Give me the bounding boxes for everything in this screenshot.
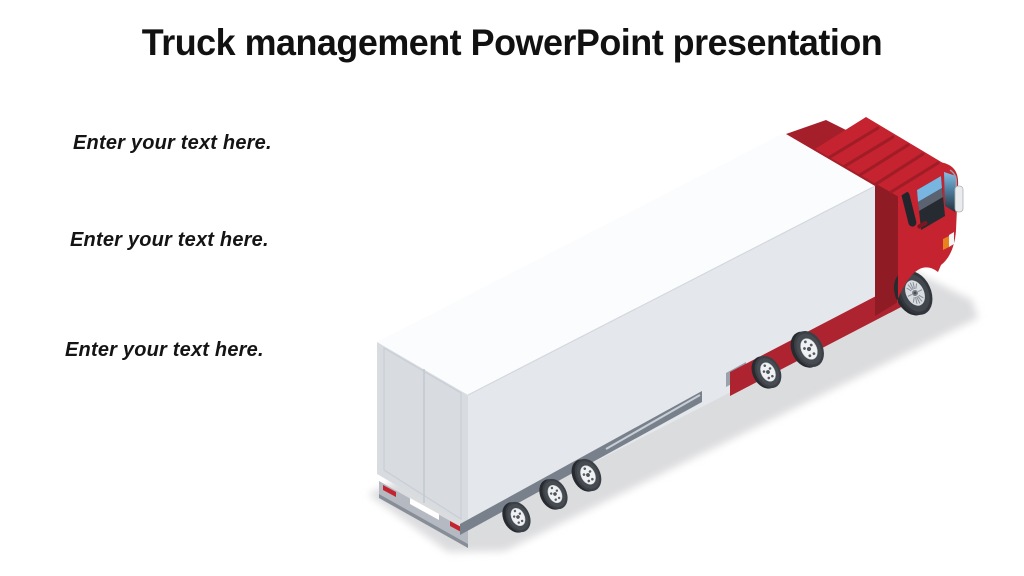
door-handle	[917, 221, 928, 229]
trailer-wheel-1	[502, 501, 531, 533]
marker-light	[949, 232, 954, 247]
taillight-right	[450, 521, 463, 533]
windshield	[944, 172, 956, 212]
slide-title: Truck management PowerPoint presentation	[141, 22, 883, 63]
cab-rear-face	[875, 154, 898, 316]
trailer-wheel-2	[539, 478, 568, 510]
drive-wheel-1	[751, 355, 782, 389]
license-plate	[410, 498, 439, 520]
text-placeholder-2[interactable]: Enter your text here.	[70, 229, 269, 251]
trailer-side-face	[468, 186, 875, 527]
trailer-top-face	[377, 133, 875, 395]
door-window-sky-reflection	[917, 176, 942, 202]
mirror-arm	[949, 169, 958, 188]
turn-signal-light	[943, 236, 949, 250]
trailer-top-edge	[467, 185, 876, 396]
taillight-left	[383, 485, 396, 497]
side-skirt-highlight	[605, 394, 701, 450]
text-placeholder-1[interactable]: Enter your text here.	[73, 132, 272, 154]
quarter-window	[901, 191, 917, 227]
door-window-dash-band	[918, 188, 943, 211]
rear-bumper	[379, 481, 468, 544]
trailer-rear-face	[377, 342, 468, 527]
trailer-rear-panel-inset	[383, 346, 462, 521]
cab-body	[897, 152, 959, 306]
side-mirror	[954, 185, 964, 213]
roof-fairing-ridges	[828, 126, 940, 194]
rear-bumper-lower-edge	[379, 494, 468, 548]
text-placeholder-3[interactable]: Enter your text here.	[65, 339, 264, 361]
trailer-wheel-3	[571, 458, 602, 492]
drive-wheel-2	[790, 330, 824, 368]
